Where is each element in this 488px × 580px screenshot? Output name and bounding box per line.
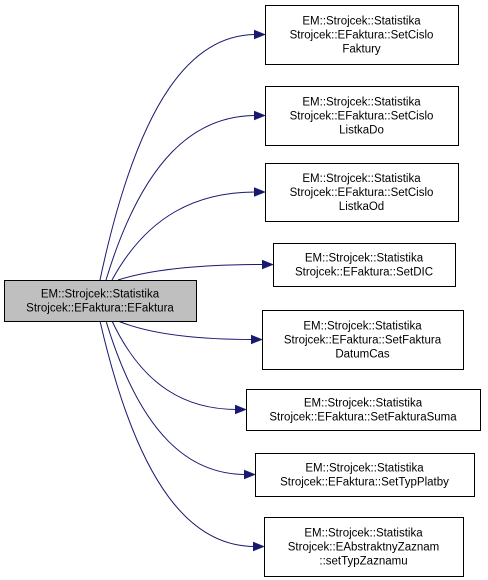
edge-call-6: [111, 320, 247, 415]
edge-call-8: [99, 320, 265, 552]
arrowhead-icon: [244, 469, 256, 480]
arrowhead-icon: [262, 259, 274, 270]
node-target-4[interactable]: EM::Strojcek::StatistikaStrojcek::EFaktu…: [273, 243, 456, 287]
node-target-4-label-line: Strojcek::EFaktura::SetDIC: [295, 267, 433, 279]
edge-line: [105, 320, 247, 475]
edge-line: [111, 320, 238, 410]
node-target-3-box: [265, 163, 459, 222]
edge-call-1: [99, 29, 266, 281]
node-target-1-label-line: Strojcek::EFaktura::SetCislo: [290, 30, 434, 42]
node-target-5-label-line: Strojcek::EFaktura::SetFaktura: [284, 335, 442, 347]
edge-call-4: [117, 259, 274, 281]
node-target-7[interactable]: EM::Strojcek::StatistikaStrojcek::EFaktu…: [255, 453, 475, 497]
node-target-6-label-line: Strojcek::EFaktura::SetFakturaSuma: [269, 412, 457, 424]
edge-line: [117, 264, 265, 281]
node-target-6-label-line: EM::Strojcek::Statistika: [304, 398, 423, 410]
node-target-8-label-line: ::setTypZaznamu: [319, 556, 407, 568]
node-target-1[interactable]: EM::Strojcek::StatistikaStrojcek::EFaktu…: [265, 5, 459, 65]
node-target-5-label-line: DatumCas: [335, 349, 390, 361]
node-target-1-label-line: Faktury: [342, 44, 381, 56]
edge-call-5: [117, 320, 263, 345]
node-target-1-box: [265, 5, 459, 65]
edge-line: [111, 191, 257, 281]
node-efaktura-constructor-label-line: Strojcek::EFaktura::EFaktura: [26, 303, 174, 315]
node-efaktura-constructor-box: [4, 280, 197, 322]
arrowhead-icon: [254, 187, 266, 197]
node-target-2-label-line: ListkaDo: [339, 125, 384, 137]
node-target-5-box: [262, 310, 464, 370]
node-target-2[interactable]: EM::Strojcek::StatistikaStrojcek::EFaktu…: [265, 86, 459, 146]
node-target-4-label-line: EM::Strojcek::Statistika: [305, 253, 424, 265]
node-target-5[interactable]: EM::Strojcek::StatistikaStrojcek::EFaktu…: [262, 310, 464, 370]
node-target-4-box: [273, 243, 456, 287]
edge-call-2: [105, 110, 266, 281]
node-target-8[interactable]: EM::Strojcek::StatistikaStrojcek::EAbstr…: [264, 517, 464, 577]
node-target-7-label-line: EM::Strojcek::Statistika: [305, 463, 424, 475]
node-target-8-box: [264, 517, 464, 577]
edge-line: [99, 320, 256, 547]
node-target-2-label-line: Strojcek::EFaktura::SetCislo: [290, 111, 434, 123]
edge-line: [117, 320, 254, 340]
node-efaktura-constructor-label-line: EM::Strojcek::Statistika: [41, 289, 160, 301]
node-target-2-label-line: EM::Strojcek::Statistika: [302, 97, 421, 109]
arrowhead-icon: [254, 110, 266, 121]
node-target-8-label-line: EM::Strojcek::Statistika: [304, 528, 423, 540]
node-target-7-label-line: Strojcek::EFaktura::SetTypPlatby: [280, 477, 449, 489]
node-target-3-label-line: ListkaOd: [339, 201, 384, 213]
node-target-8-label-line: Strojcek::EAbstraktnyZaznam: [288, 542, 439, 554]
node-target-6[interactable]: EM::Strojcek::StatistikaStrojcek::EFaktu…: [246, 389, 481, 431]
node-target-2-box: [265, 86, 459, 146]
node-target-6-box: [246, 389, 481, 431]
node-target-5-label-line: EM::Strojcek::Statistika: [303, 321, 422, 333]
arrowhead-icon: [253, 541, 265, 552]
edge-line: [99, 34, 257, 281]
edge-line: [105, 115, 257, 281]
edge-call-7: [105, 320, 256, 480]
arrowhead-icon: [251, 334, 263, 345]
node-target-1-label-line: EM::Strojcek::Statistika: [302, 16, 421, 28]
node-target-7-box: [255, 453, 475, 497]
arrowhead-icon: [235, 404, 247, 415]
node-target-3[interactable]: EM::Strojcek::StatistikaStrojcek::EFaktu…: [265, 163, 459, 222]
node-target-3-label-line: Strojcek::EFaktura::SetCislo: [290, 187, 434, 199]
edge-call-3: [111, 187, 266, 281]
node-efaktura-constructor[interactable]: EM::Strojcek::StatistikaStrojcek::EFaktu…: [4, 280, 197, 322]
arrowhead-icon: [254, 29, 266, 40]
node-target-3-label-line: EM::Strojcek::Statistika: [302, 173, 421, 185]
